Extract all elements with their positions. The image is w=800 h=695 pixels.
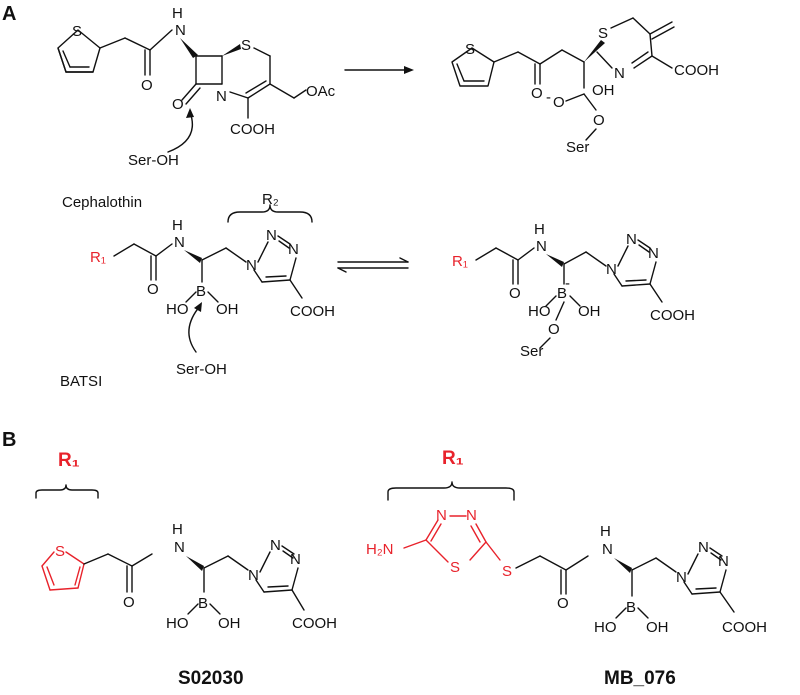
- amide-nh-h: H: [172, 5, 183, 22]
- s02030-thiophene-sulfur: S: [55, 543, 65, 560]
- batsi-r1-label: R₁: [90, 249, 106, 266]
- product-thiophene-sulfur: S: [465, 41, 475, 58]
- mb076-r1-label: R₁: [442, 448, 464, 469]
- s02030-triazole-n3: N: [290, 551, 301, 568]
- adduct-ser-oxygen: O: [548, 321, 560, 338]
- caption-batsi: BATSI: [60, 373, 102, 390]
- acyl-enzyme-structure: S O S N COOH OH - O O Ser: [451, 17, 719, 156]
- oac-group: OAc: [306, 83, 336, 100]
- panel-label-b: B: [2, 429, 16, 451]
- adduct-boron-charge: -: [565, 275, 570, 292]
- s02030-nh-n: N: [174, 539, 185, 556]
- mb076-nh-h: H: [600, 523, 611, 540]
- s02030-triazole-n1: N: [248, 567, 259, 584]
- caption-cephalothin: Cephalothin: [62, 194, 142, 211]
- mb076-structure: R₁ H₂N N N S S O H N B HO OH N: [366, 448, 767, 636]
- product-ser-oxygen: O: [593, 112, 605, 129]
- batsi-boron: B: [196, 283, 206, 300]
- s02030-structure: R₁ S O H N B HO OH N N N: [35, 450, 337, 632]
- amide-nh-n: N: [175, 22, 186, 39]
- mb076-amide-oxygen: O: [557, 595, 569, 612]
- compound-name-s02030: S02030: [178, 668, 244, 689]
- s02030-b-ho: HO: [166, 615, 189, 632]
- mb076-thioether-sulfur: S: [502, 563, 512, 580]
- mb076-thiadiazole-n2: N: [466, 507, 477, 524]
- amide-oxygen: O: [141, 77, 153, 94]
- batsi-amide-oxygen: O: [147, 281, 159, 298]
- adduct-triazole-n1: N: [606, 261, 617, 278]
- s02030-amide-oxygen: O: [123, 594, 135, 611]
- adduct-triazole-n2: N: [626, 231, 637, 248]
- panel-label-a: A: [2, 3, 16, 25]
- s02030-b-oh: OH: [218, 615, 241, 632]
- batsi-r2-label: R₂: [262, 191, 279, 208]
- mb076-b-oh: OH: [646, 619, 669, 636]
- cephalothin-structure: S O H N O N S OAc COOH: [57, 5, 336, 169]
- lactam-oxygen: O: [172, 96, 184, 113]
- s02030-nh-h: H: [172, 521, 183, 538]
- mb076-b-ho: HO: [594, 619, 617, 636]
- lactam-nitrogen: N: [216, 88, 227, 105]
- product-oh: OH: [592, 82, 615, 99]
- mb076-thiadiazole-n1: N: [436, 507, 447, 524]
- product-oxyanion-oxygen: O: [553, 94, 565, 111]
- product-ketone-oxygen: O: [531, 85, 543, 102]
- batsi-triazole-n2: N: [266, 227, 277, 244]
- mb076-h2n: H₂N: [366, 541, 394, 558]
- mb076-nh-n: N: [602, 541, 613, 558]
- mb076-thiadiazole-sulfur: S: [450, 559, 460, 576]
- ser-oh-cephalothin: Ser-OH: [128, 152, 179, 169]
- batsi-nh-n: N: [174, 234, 185, 251]
- batsi-structure: R₂ R₁ O H N B HO OH N N N COOH Ser-OH: [90, 191, 335, 378]
- adduct-b-ho: HO: [528, 303, 551, 320]
- product-cooh: COOH: [674, 62, 719, 79]
- s02030-r1-label: R₁: [58, 450, 80, 471]
- adduct-b-oh: OH: [578, 303, 601, 320]
- adduct-ser: Ser: [520, 343, 543, 360]
- adduct-amide-oxygen: O: [509, 285, 521, 302]
- adduct-boron: B: [557, 285, 567, 302]
- s02030-triazole-n2: N: [270, 537, 281, 554]
- batsi-triazole-n1: N: [246, 257, 257, 274]
- mb076-triazole-n2: N: [698, 539, 709, 556]
- adduct-triazole-n3: N: [648, 245, 659, 262]
- mb076-cooh: COOH: [722, 619, 767, 636]
- adduct-nh-n: N: [536, 238, 547, 255]
- adduct-cooh: COOH: [650, 307, 695, 324]
- ser-oh-batsi: Ser-OH: [176, 361, 227, 378]
- mb076-triazole-n3: N: [718, 553, 729, 570]
- batsi-b-ho: HO: [166, 301, 189, 318]
- batsi-cooh: COOH: [290, 303, 335, 320]
- s02030-boron: B: [198, 595, 208, 612]
- batsi-nh-h: H: [172, 217, 183, 234]
- product-imine-nitrogen: N: [614, 65, 625, 82]
- product-oxyanion-charge: -: [546, 89, 551, 106]
- adduct-r1-label: R₁: [452, 253, 468, 270]
- compound-name-mb076: MB_076: [604, 668, 676, 689]
- product-ser: Ser: [566, 139, 589, 156]
- adduct-nh-h: H: [534, 221, 545, 238]
- batsi-triazole-n3: N: [288, 241, 299, 258]
- product-thiazine-sulfur: S: [598, 25, 608, 42]
- s02030-cooh: COOH: [292, 615, 337, 632]
- mb076-boron: B: [626, 599, 636, 616]
- batsi-b-oh: OH: [216, 301, 239, 318]
- mb076-triazole-n1: N: [676, 569, 687, 586]
- thiazine-sulfur: S: [241, 37, 251, 54]
- thiophene-sulfur: S: [72, 23, 82, 40]
- batsi-adduct-structure: R₁ O H N - B HO OH O Ser N N N COOH: [452, 221, 695, 360]
- cephalothin-cooh: COOH: [230, 121, 275, 138]
- equilibrium-arrows: [337, 257, 409, 273]
